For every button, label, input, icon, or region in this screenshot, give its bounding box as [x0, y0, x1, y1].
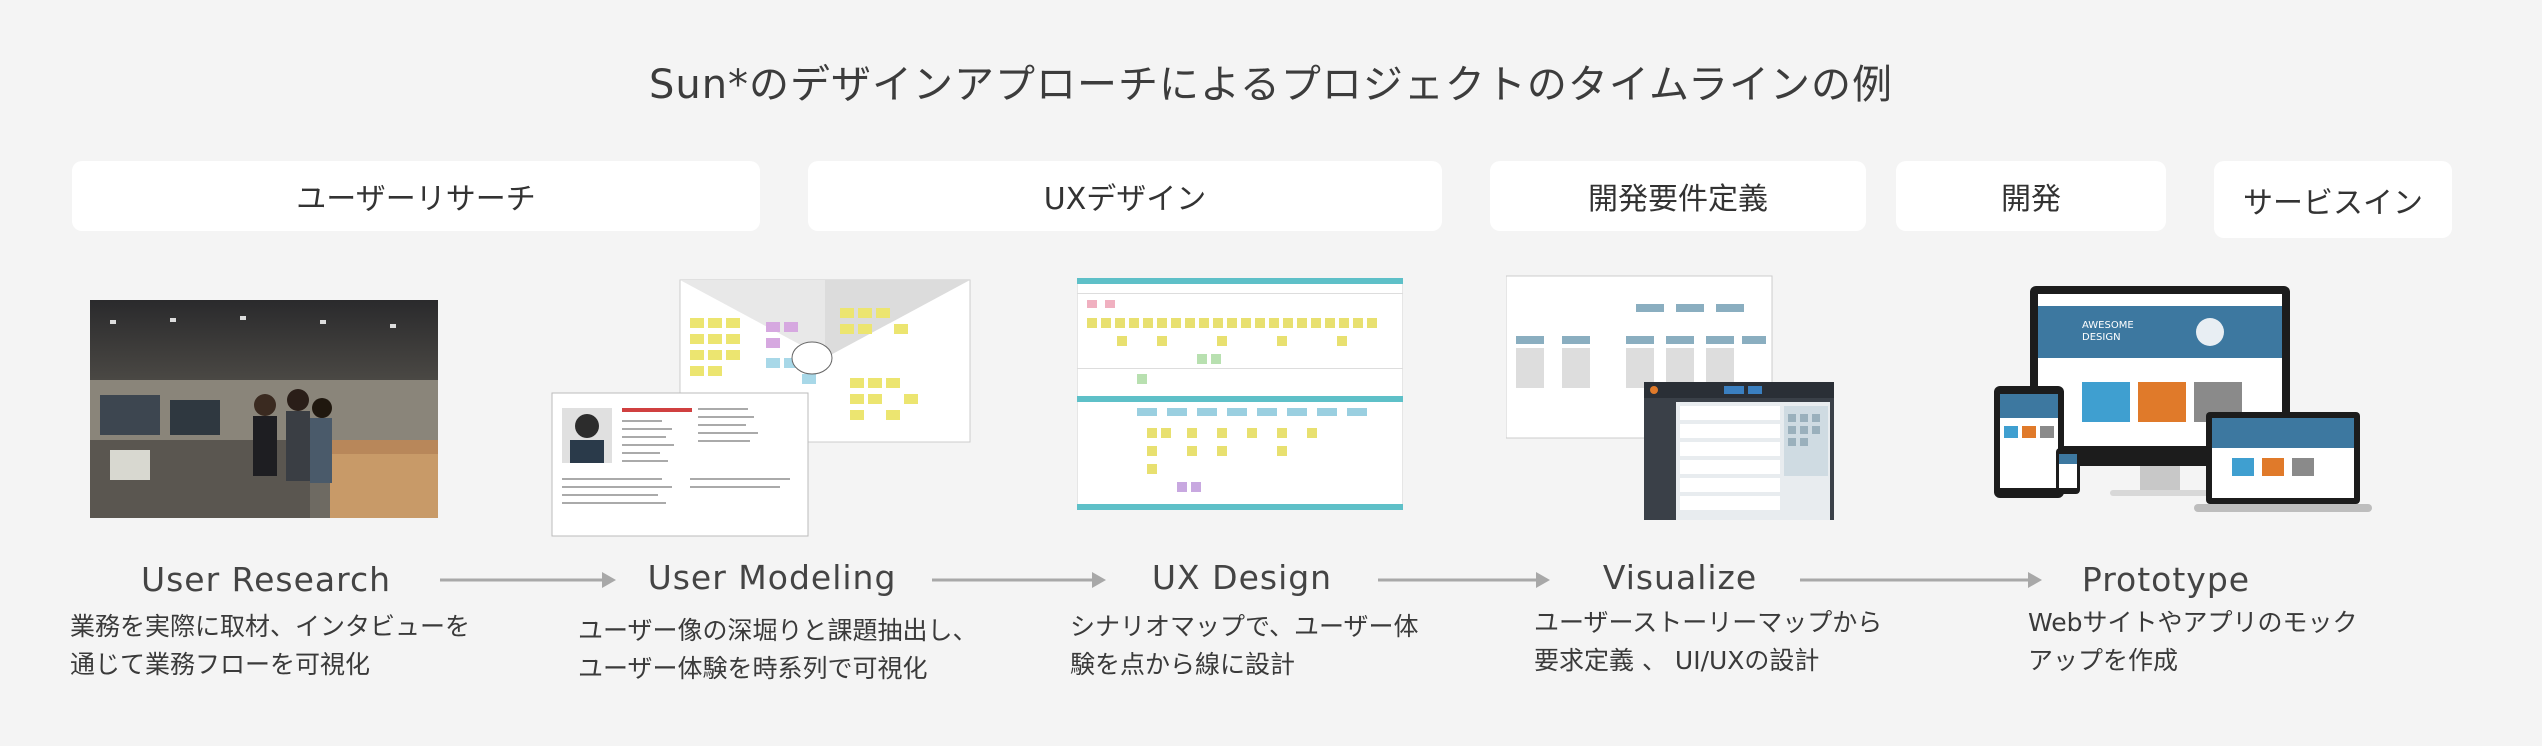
step-description: ユーザー像の深堀りと課題抽出し、 ユーザー体験を時系列で可視化: [578, 612, 978, 688]
user-modeling-image: [550, 278, 972, 538]
description-line: 通じて業務フローを可視化: [70, 650, 371, 679]
phase-label: UXデザイン: [1043, 182, 1207, 217]
phase-label: ユーザーリサーチ: [296, 182, 536, 217]
phase-label: 開発: [2001, 182, 2061, 217]
step-prototype: Prototype: [2081, 560, 2251, 599]
user-research-photo: [90, 300, 438, 518]
step-description: ユーザーストーリーマップから 要求定義 、 UI/UXの設計: [1534, 604, 1882, 680]
arrow-right-icon: [440, 572, 616, 588]
description-line: ユーザーストーリーマップから: [1534, 608, 1883, 637]
phase-requirements: 開発要件定義: [1490, 161, 1866, 231]
visualize-image: [1506, 274, 1834, 520]
description-line: ユーザー体験を時系列で可視化: [578, 654, 928, 683]
step-description: 業務を実際に取材、インタビューを 通じて業務フローを可視化: [70, 608, 470, 684]
step-description: シナリオマップで、ユーザー体 験を点から線に設計: [1070, 608, 1419, 684]
phase-user-research: ユーザーリサーチ: [72, 161, 760, 231]
phase-label: サービスイン: [2243, 185, 2423, 221]
hero-subtitle: DESIGN: [2082, 332, 2121, 343]
step-description: Webサイトやアプリのモック アップを作成: [2028, 604, 2358, 680]
description-line: 業務を実際に取材、インタビューを: [70, 612, 471, 641]
description-line: ユーザー像の深堀りと課題抽出し、: [578, 616, 978, 645]
scenario-map-image: [1077, 278, 1403, 510]
step-visualize: Visualize: [1602, 558, 1758, 597]
description-line: 験を点から線に設計: [1070, 650, 1296, 679]
phase-development: 開発: [1896, 161, 2166, 231]
step-user-modeling: User Modeling: [647, 558, 897, 597]
arrow-right-icon: [932, 572, 1106, 588]
step-ux-design: UX Design: [1151, 558, 1333, 597]
description-line: アップを作成: [2028, 646, 2179, 675]
arrow-right-icon: [1378, 572, 1550, 588]
page-title: Sun*のデザインアプローチによるプロジェクトのタイムラインの例: [648, 62, 1894, 108]
step-user-research: User Research: [140, 560, 392, 599]
phase-label: 開発要件定義: [1588, 182, 1768, 217]
description-line: 要求定義 、 UI/UXの設計: [1534, 646, 1820, 675]
phase-service-in: サービスイン: [2214, 161, 2452, 238]
arrow-right-icon: [1800, 572, 2042, 588]
phase-ux-design: UXデザイン: [808, 161, 1442, 231]
hero-title: AWESOME: [2082, 320, 2134, 331]
prototype-devices-image: AWESOME DESIGN: [1990, 282, 2376, 522]
description-line: シナリオマップで、ユーザー体: [1070, 612, 1419, 641]
description-line: Webサイトやアプリのモック: [2028, 608, 2358, 637]
